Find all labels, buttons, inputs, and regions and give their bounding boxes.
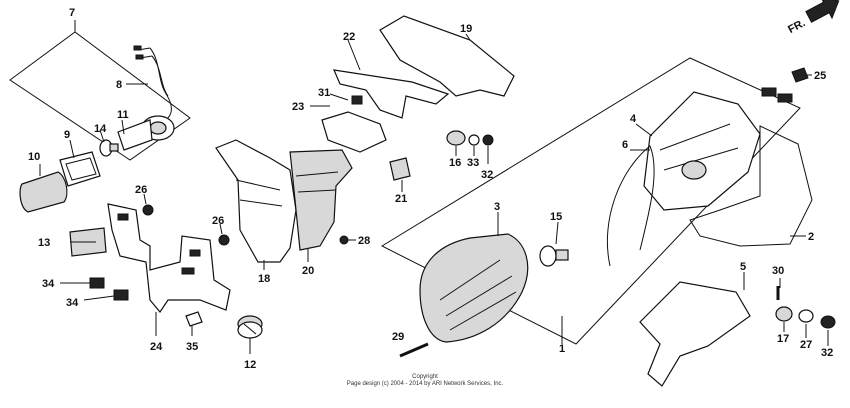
nut-25 — [791, 67, 809, 83]
callout-labels: 7 8 11 9 14 10 26 26 13 34 34 24 35 12 1… — [28, 7, 833, 371]
callout-19: 19 — [460, 23, 472, 35]
callout-1: 1 — [559, 343, 565, 355]
wire-cord — [606, 145, 655, 267]
callout-35: 35 — [186, 341, 198, 353]
callout-33: 33 — [467, 157, 479, 169]
callout-21: 21 — [395, 193, 407, 205]
callout-13: 13 — [38, 237, 50, 249]
connector-21 — [389, 157, 411, 181]
callout-12: 12 — [244, 359, 256, 371]
callout-26-upper: 26 — [135, 184, 147, 196]
callout-18: 18 — [258, 273, 270, 285]
license-bracket — [107, 203, 231, 314]
tail-connector — [761, 87, 793, 103]
rear-fender-c — [289, 149, 353, 251]
callout-22: 22 — [343, 31, 355, 43]
callout-20: 20 — [302, 265, 314, 277]
nut-32b — [820, 315, 836, 329]
grommet-17 — [775, 306, 793, 322]
front-direction-arrow-icon: FR. — [786, 0, 840, 36]
rear-cowl-cover — [379, 15, 515, 97]
tail-light-lens — [419, 233, 529, 343]
callout-6: 6 — [622, 139, 628, 151]
callout-8: 8 — [116, 79, 122, 91]
tail-light-group-outline — [380, 57, 801, 345]
callout-32-upper: 32 — [481, 169, 493, 181]
callout-24: 24 — [150, 341, 163, 353]
bolt-34a — [60, 277, 105, 289]
screw-26a — [142, 204, 154, 216]
tail-light-stay — [333, 69, 450, 119]
sub-bracket — [321, 111, 387, 153]
callout-26-lower: 26 — [212, 215, 224, 227]
bolt-31 — [351, 95, 363, 105]
callout-14: 14 — [94, 123, 107, 135]
nut-32 — [482, 134, 494, 146]
footer-copyright: Copyright — [412, 374, 438, 380]
callout-17: 17 — [777, 333, 789, 345]
tail-light-gasket — [689, 125, 813, 247]
tail-light-housing — [643, 91, 761, 211]
screw-26b — [218, 234, 230, 246]
license-light-socket — [117, 115, 175, 151]
leader-lines — [39, 33, 829, 354]
callout-3: 3 — [494, 201, 500, 213]
license-light-gasket — [59, 151, 101, 187]
license-light-group-outline — [9, 31, 191, 161]
screw-29 — [399, 342, 429, 358]
callout-25: 25 — [814, 70, 826, 82]
callout-10: 10 — [28, 151, 40, 163]
footer-page-design: Page design (c) 2004 - 2014 by ARI Netwo… — [346, 381, 504, 387]
callout-7: 7 — [69, 7, 75, 19]
front-label: FR. — [786, 17, 807, 36]
callout-11: 11 — [117, 109, 129, 121]
callout-29: 29 — [392, 331, 404, 343]
screw-28 — [339, 235, 349, 245]
grommet-16 — [446, 130, 466, 146]
callout-15: 15 — [550, 211, 562, 223]
callout-4: 4 — [630, 113, 637, 125]
license-bulb — [99, 139, 119, 157]
nut-35 — [185, 311, 203, 327]
callout-16: 16 — [449, 157, 461, 169]
callout-5: 5 — [740, 261, 746, 273]
grommet-12 — [237, 315, 263, 339]
collar-27 — [798, 309, 814, 323]
callout-2: 2 — [808, 231, 814, 243]
callout-30: 30 — [772, 265, 784, 277]
license-light-lens — [19, 171, 68, 213]
callout-32-lower: 32 — [821, 347, 833, 359]
callout-34-upper: 34 — [42, 278, 55, 290]
callout-31: 31 — [318, 87, 330, 99]
wire-harness — [133, 45, 172, 119]
tail-light-bracket — [639, 281, 751, 387]
bolt-34b — [83, 289, 129, 301]
callout-9: 9 — [64, 129, 70, 141]
callout-34-lower: 34 — [66, 297, 79, 309]
callout-23: 23 — [292, 101, 304, 113]
rear-fender-b — [215, 139, 297, 263]
washer-33 — [468, 134, 480, 146]
tail-bulb — [539, 245, 569, 267]
callout-27: 27 — [800, 339, 812, 351]
callout-28: 28 — [358, 235, 370, 247]
